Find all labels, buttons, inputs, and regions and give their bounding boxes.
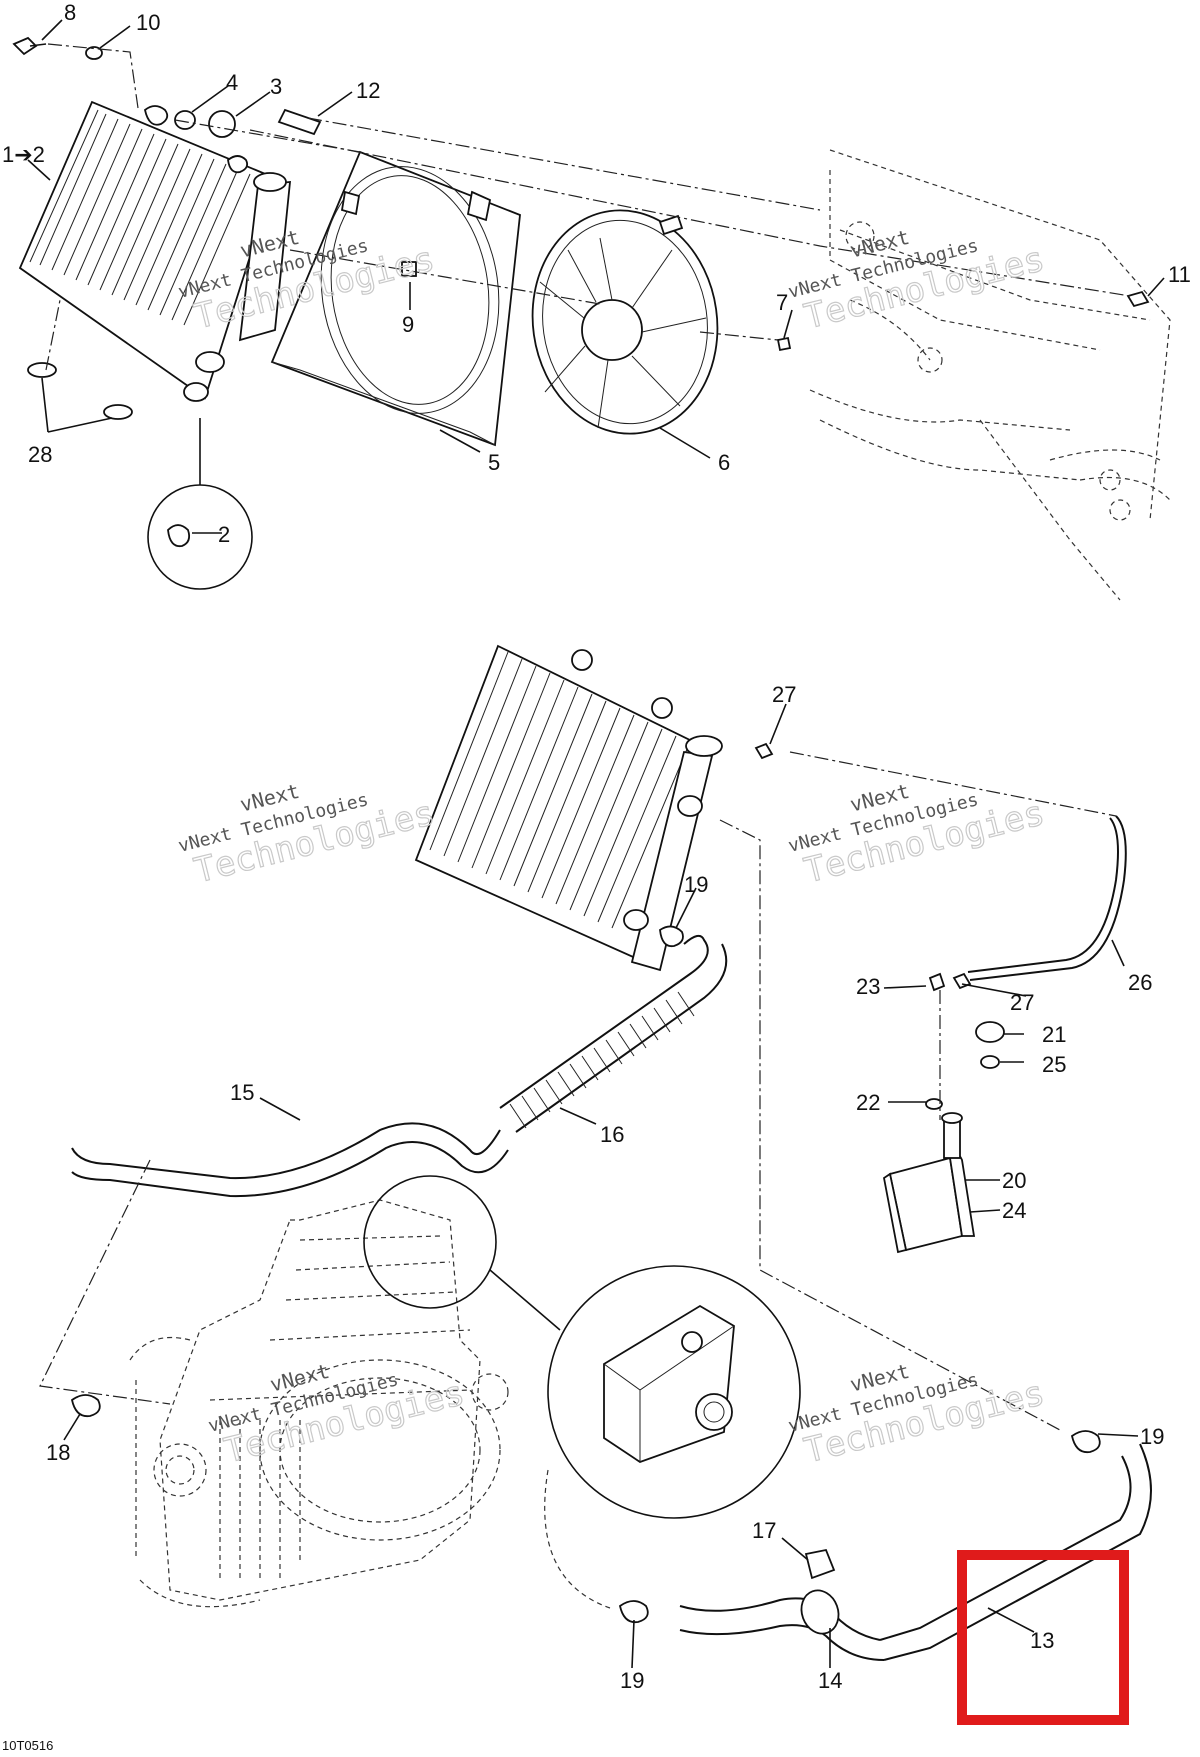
clamp-27-bottom [952,972,972,990]
clamp-19-right [1070,1430,1101,1454]
callout-19-bottom: 19 [620,1668,644,1693]
hose-14 [679,1589,885,1661]
callout-18: 18 [46,1440,70,1465]
callout-22: 22 [856,1090,880,1115]
thermostat-detail [547,1265,801,1519]
hose-15 [71,1122,501,1180]
watermark-mid-right: vNext vNext Technologies Technologies [786,779,1049,892]
callout-4: 4 [226,70,238,95]
washer-22 [925,1098,943,1110]
hose-13 [879,1443,1152,1661]
fan [531,209,719,435]
callout-27-bottom: 27 [1010,990,1034,1015]
grommet-28 [27,362,133,420]
clamp-18 [70,1394,101,1418]
frame [809,149,1171,601]
highlight-box-part-13 [957,1550,1129,1725]
callout-28: 28 [28,442,52,467]
fitting-23 [928,972,946,992]
callout-1-2: 1➔2 [2,142,45,167]
callout-14: 14 [818,1668,842,1693]
bolt-7 [776,336,792,352]
callout-23: 23 [856,974,880,999]
detail-circle-2 [147,418,253,590]
callout-3: 3 [270,74,282,99]
watermark-bottom-left: vNext vNext Technologies Technologies [206,1359,469,1472]
radiator-bottom [414,644,723,972]
nut-11 [1126,290,1150,308]
engine-detail-circle [363,1175,497,1309]
callout-21: 21 [1042,1022,1066,1047]
callout-12: 12 [356,78,380,103]
callout-20: 20 [1002,1168,1026,1193]
callout-19-top: 19 [684,872,708,897]
callout-5: 5 [488,450,500,475]
callout-8: 8 [64,0,76,25]
callout-9: 9 [402,312,414,337]
callout-11: 11 [1168,262,1191,287]
hose-16 [499,934,728,1133]
grommet-3 [208,110,236,138]
callout-26: 26 [1128,970,1152,995]
callout-7: 7 [776,290,788,315]
callout-2: 2 [218,522,230,547]
callout-10: 10 [136,10,160,35]
callout-19-right: 19 [1140,1424,1164,1449]
callout-13: 13 [1030,1628,1054,1653]
callout-16: 16 [600,1122,624,1147]
washer-10 [85,46,103,60]
callout-24: 24 [1002,1198,1026,1223]
coolant-reservoir [883,1112,976,1254]
radiator-top [18,100,292,402]
callout-17: 17 [752,1518,776,1543]
callout-15: 15 [230,1080,254,1105]
clamp-17 [804,1548,836,1580]
watermark-top-right: vNext vNext Technologies Technologies [786,225,1049,338]
clamp-27-top [754,742,774,760]
watermark-bottom-right: vNext vNext Technologies Technologies [786,1359,1049,1472]
figure-code: 10T0516 [2,1738,54,1753]
watermark-mid-left: vNext vNext Technologies Technologies [176,779,439,892]
fan-shroud [270,150,521,447]
seal-25 [980,1055,1000,1069]
overflow-hose-26 [969,815,1127,981]
clamp-19-top [659,925,684,948]
clip-12 [277,108,322,136]
callout-27-top: 27 [772,682,796,707]
callout-6: 6 [718,450,730,475]
clamp-19-bottom [618,1600,649,1624]
callout-25: 25 [1042,1052,1066,1077]
engine [129,1199,509,1608]
cap-21 [975,1021,1005,1043]
